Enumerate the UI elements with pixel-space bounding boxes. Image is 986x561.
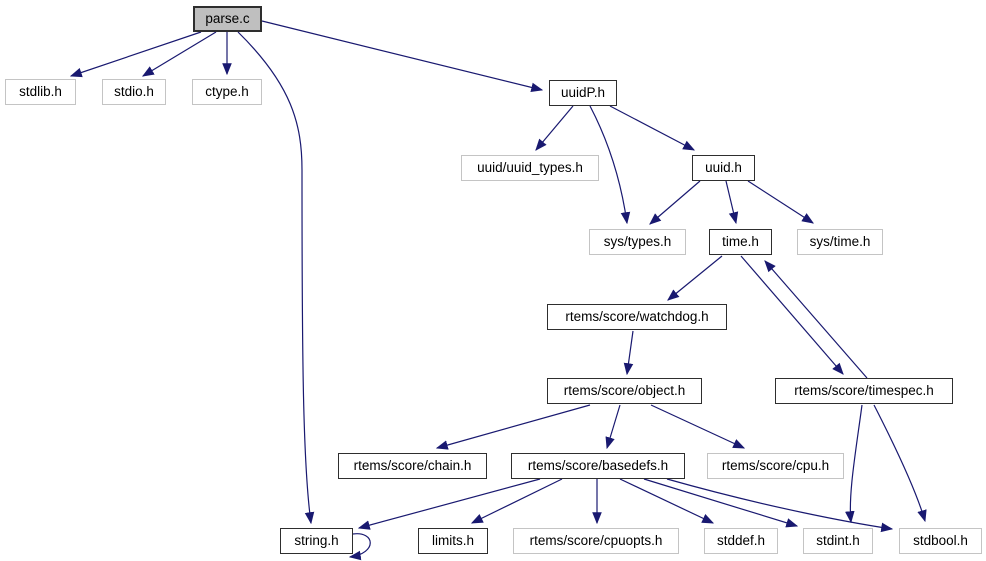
edge-uuidP-h-to-sys-types-h — [589, 105, 631, 225]
edge-parse-c-to-string-h — [237, 31, 315, 525]
node-rtems-score-watchdog-h[interactable]: rtems/score/watchdog.h — [547, 304, 727, 330]
node-parse-c: parse.c — [193, 6, 262, 32]
edge-time-h-to-rtems-score-timespec-h — [740, 255, 844, 375]
edge-parse-c-to-stdio-h — [141, 31, 217, 77]
edge-rtems-score-basedefs-h-to-stddef-h — [619, 478, 715, 524]
node-uuidP-h[interactable]: uuidP.h — [549, 80, 617, 106]
edge-string-h-to-string-h — [348, 533, 371, 561]
node-uuid-uuid-types-h: uuid/uuid_types.h — [461, 155, 599, 181]
node-ctype-h: ctype.h — [192, 79, 262, 105]
edge-parse-c-to-uuidP-h — [261, 20, 544, 93]
edge-rtems-score-timespec-h-to-time-h — [764, 260, 868, 379]
edge-uuid-h-to-sys-types-h — [649, 180, 701, 225]
edge-time-h-to-rtems-score-watchdog-h — [667, 255, 723, 301]
edge-rtems-score-basedefs-h-to-string-h — [357, 478, 541, 530]
edge-rtems-score-basedefs-h-to-stdbool-h — [666, 478, 894, 533]
edge-uuidP-h-to-uuid-h — [609, 105, 696, 151]
edge-parse-c-to-stdlib-h — [69, 31, 202, 78]
node-rtems-score-timespec-h[interactable]: rtems/score/timespec.h — [775, 378, 953, 404]
edge-rtems-score-object-h-to-rtems-score-chain-h — [435, 404, 591, 450]
edge-uuidP-h-to-uuid-uuid-types-h — [535, 105, 574, 151]
edge-rtems-score-timespec-h-to-stdbool-h — [873, 404, 927, 523]
node-stdlib-h: stdlib.h — [5, 79, 76, 105]
node-limits-h[interactable]: limits.h — [418, 528, 488, 554]
node-sys-types-h: sys/types.h — [589, 229, 686, 255]
node-stdbool-h: stdbool.h — [899, 528, 982, 554]
node-rtems-score-chain-h[interactable]: rtems/score/chain.h — [338, 453, 487, 479]
edge-uuid-h-to-sys-time-h — [747, 180, 815, 224]
node-sys-time-h: sys/time.h — [797, 229, 883, 255]
edge-uuid-h-to-time-h — [725, 180, 739, 225]
node-stdio-h: stdio.h — [102, 79, 166, 105]
edge-rtems-score-basedefs-h-to-stdint-h — [643, 478, 799, 528]
node-string-h[interactable]: string.h — [280, 528, 353, 554]
node-uuid-h[interactable]: uuid.h — [692, 155, 755, 181]
node-rtems-score-cpuopts-h: rtems/score/cpuopts.h — [513, 528, 679, 554]
node-rtems-score-basedefs-h[interactable]: rtems/score/basedefs.h — [511, 453, 685, 479]
node-rtems-score-object-h[interactable]: rtems/score/object.h — [547, 378, 702, 404]
edge-rtems-score-object-h-to-rtems-score-basedefs-h — [605, 404, 621, 450]
edge-rtems-score-timespec-h-to-stdint-h — [845, 404, 863, 524]
node-stdint-h: stdint.h — [803, 528, 873, 554]
edges-group — [69, 20, 927, 561]
node-stddef-h: stddef.h — [704, 528, 778, 554]
node-rtems-score-cpu-h: rtems/score/cpu.h — [707, 453, 844, 479]
edge-rtems-score-basedefs-h-to-limits-h — [470, 478, 563, 524]
node-time-h[interactable]: time.h — [709, 229, 772, 255]
edge-rtems-score-watchdog-h-to-rtems-score-object-h — [623, 330, 634, 376]
edge-rtems-score-object-h-to-rtems-score-cpu-h — [650, 404, 746, 449]
